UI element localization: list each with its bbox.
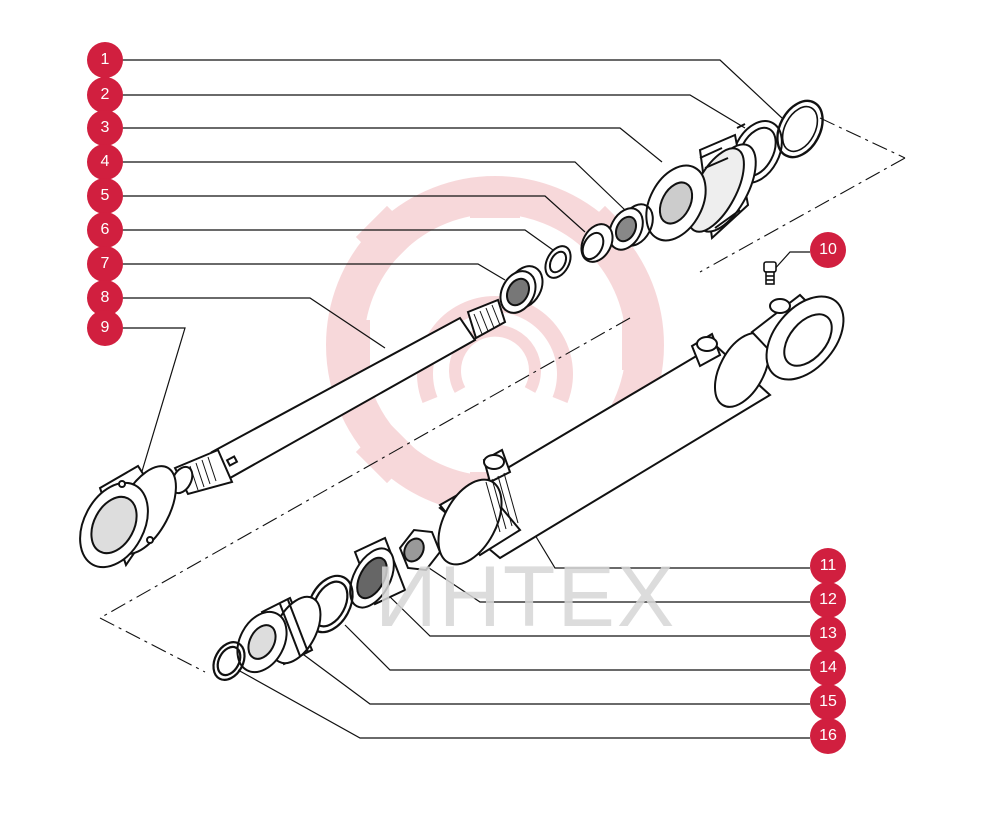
- watermark-brand-text: ИНТЕХ: [375, 549, 677, 645]
- callout-14[interactable]: 14: [810, 650, 846, 686]
- callout-6-label: 6: [100, 221, 110, 238]
- callout-8-label: 8: [100, 289, 110, 306]
- callout-9[interactable]: 9: [87, 310, 123, 346]
- leader-line-13: [384, 591, 810, 637]
- callout-4-label: 4: [100, 153, 110, 170]
- callout-15[interactable]: 15: [810, 684, 846, 720]
- leader-line-11: [534, 534, 810, 569]
- part-8-piston-rod: [170, 298, 507, 496]
- leader-line-6: [122, 229, 554, 251]
- callout-2-label: 2: [100, 86, 110, 103]
- leader-line-2: [122, 94, 746, 129]
- part-12-hex-nut: [398, 528, 442, 572]
- leader-line-4: [122, 161, 626, 211]
- callout-13-label: 13: [819, 625, 837, 642]
- callout-13[interactable]: 13: [810, 616, 846, 652]
- callout-11-label: 11: [819, 557, 837, 574]
- callout-16-label: 16: [819, 727, 837, 744]
- part-7-wiper: [499, 265, 544, 314]
- callout-10-label: 10: [819, 241, 837, 258]
- callout-5[interactable]: 5: [87, 178, 123, 214]
- part-5-ring: [580, 223, 614, 263]
- part-11-cylinder-barrel: [437, 293, 845, 566]
- part-15-piston: [236, 595, 322, 674]
- callout-10[interactable]: 10: [810, 232, 846, 268]
- leader-line-15: [299, 651, 810, 705]
- part-9-end-cap: [79, 464, 177, 569]
- callout-9-label: 9: [100, 319, 110, 336]
- callout-5-label: 5: [100, 187, 110, 204]
- callout-3-label: 3: [100, 119, 110, 136]
- callout-6[interactable]: 6: [87, 212, 123, 248]
- callout-15-label: 15: [819, 693, 837, 710]
- callout-12-label: 12: [819, 591, 837, 608]
- callout-11[interactable]: 11: [810, 548, 846, 584]
- callout-3[interactable]: 3: [87, 110, 123, 146]
- callout-2[interactable]: 2: [87, 77, 123, 113]
- part-13-piston-seal: [349, 536, 407, 609]
- leader-line-12: [419, 561, 810, 603]
- leader-line-8: [122, 297, 386, 349]
- callout-1[interactable]: 1: [87, 42, 123, 78]
- callout-7[interactable]: 7: [87, 246, 123, 282]
- callout-4[interactable]: 4: [87, 144, 123, 180]
- leader-line-10: [771, 251, 810, 273]
- part-6-ring: [544, 245, 572, 279]
- leader-line-14: [344, 624, 810, 671]
- leader-line-1: [122, 59, 783, 119]
- leader-lines: [122, 59, 810, 739]
- leader-line-5: [122, 195, 586, 233]
- leader-line-3: [122, 127, 663, 163]
- callout-14-label: 14: [819, 659, 837, 676]
- leader-line-16: [237, 669, 810, 739]
- callout-12[interactable]: 12: [810, 582, 846, 618]
- leader-line-7: [122, 263, 506, 281]
- part-10-grease-nipple: [763, 261, 777, 285]
- leader-line-9: [122, 327, 186, 479]
- assembly-axis-lines: [99, 117, 906, 673]
- part-16-o-ring: [212, 641, 246, 681]
- callout-7-label: 7: [100, 255, 110, 272]
- part-4-rod-seal: [608, 203, 654, 251]
- callout-16[interactable]: 16: [810, 718, 846, 754]
- part-1-o-ring: [776, 99, 824, 159]
- part-3-gland-head: [645, 133, 757, 242]
- callout-1-label: 1: [100, 51, 110, 68]
